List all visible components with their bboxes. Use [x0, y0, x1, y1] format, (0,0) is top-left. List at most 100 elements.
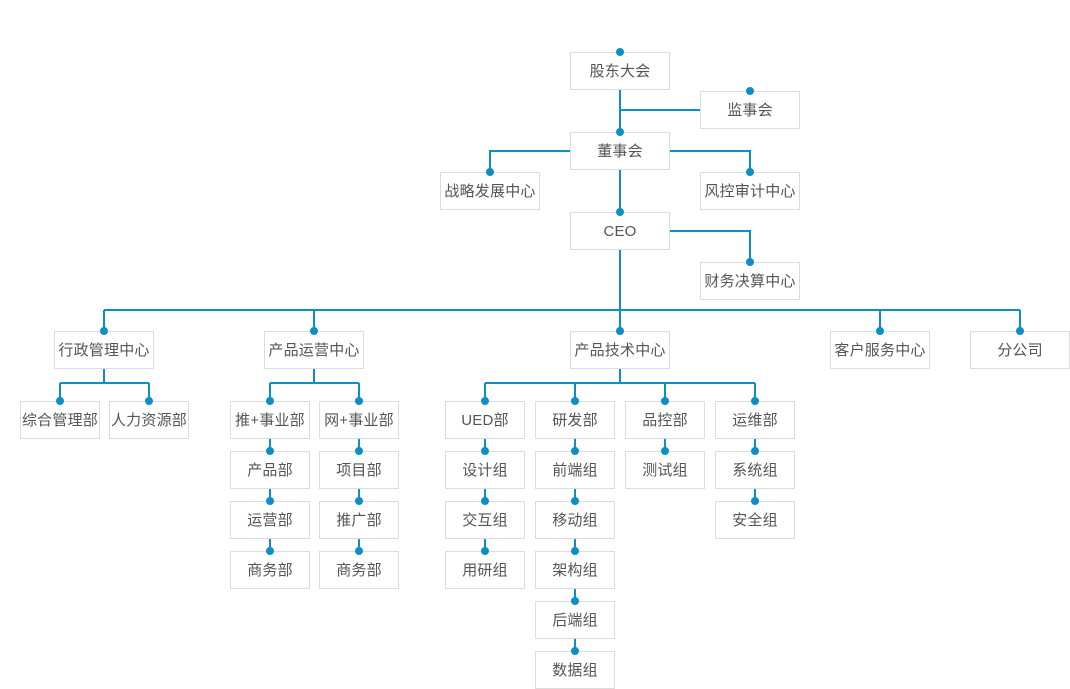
org-node-label: 董事会	[597, 142, 643, 160]
connector-dot-ceo	[616, 208, 624, 216]
org-node-ops_b4[interactable]: 商务部	[319, 551, 399, 589]
org-node-rd5[interactable]: 后端组	[535, 601, 615, 639]
connector-dot-rd2	[571, 447, 579, 455]
connector-dot-ops_a1	[266, 397, 274, 405]
connector-dot-riskaudit	[746, 168, 754, 176]
org-node-ops_a3[interactable]: 运营部	[230, 501, 310, 539]
org-node-label: 推广部	[336, 511, 382, 529]
connector-dot-prodtech	[616, 327, 624, 335]
org-node-rd6[interactable]: 数据组	[535, 651, 615, 689]
connector-dot-ops_a2	[266, 447, 274, 455]
connector-dot-ued1	[481, 397, 489, 405]
org-node-label: 交互组	[462, 511, 508, 529]
org-node-ued2[interactable]: 设计组	[445, 451, 525, 489]
org-node-label: 客户服务中心	[834, 341, 926, 359]
org-node-shareholders[interactable]: 股东大会	[570, 52, 670, 90]
connector-dot-qa1	[661, 397, 669, 405]
connector-dot-ops_a4	[266, 547, 274, 555]
connector-dot-ops2	[751, 447, 759, 455]
org-node-branch[interactable]: 分公司	[970, 331, 1070, 369]
org-node-ued4[interactable]: 用研组	[445, 551, 525, 589]
org-node-finance[interactable]: 财务决算中心	[700, 262, 800, 300]
org-node-label: 商务部	[247, 561, 293, 579]
connector-dot-ops1	[751, 397, 759, 405]
org-node-label: 项目部	[336, 461, 382, 479]
org-node-ops1[interactable]: 运维部	[715, 401, 795, 439]
connector-dot-ops_a3	[266, 497, 274, 505]
org-node-rd3[interactable]: 移动组	[535, 501, 615, 539]
org-node-label: 前端组	[552, 461, 598, 479]
org-node-admin1[interactable]: 综合管理部	[20, 401, 100, 439]
connector-dot-qa2	[661, 447, 669, 455]
connector-dot-admin1	[56, 397, 64, 405]
connector-dot-ops_b4	[355, 547, 363, 555]
org-node-label: 研发部	[552, 411, 598, 429]
org-node-admin[interactable]: 行政管理中心	[54, 331, 154, 369]
org-node-admin2[interactable]: 人力资源部	[109, 401, 189, 439]
org-node-label: UED部	[461, 411, 509, 429]
connector-dot-rd3	[571, 497, 579, 505]
org-node-label: 人力资源部	[110, 411, 187, 429]
org-node-label: 监事会	[727, 101, 773, 119]
org-node-label: CEO	[603, 222, 637, 240]
connector-dot-admin2	[145, 397, 153, 405]
org-node-label: 运维部	[732, 411, 778, 429]
connector-dot-strategy	[486, 168, 494, 176]
org-node-ops_a2[interactable]: 产品部	[230, 451, 310, 489]
org-node-label: 分公司	[997, 341, 1043, 359]
org-node-ops_b3[interactable]: 推广部	[319, 501, 399, 539]
connector-dot-shareholders	[616, 48, 624, 56]
org-node-label: 测试组	[642, 461, 688, 479]
org-node-ops_b1[interactable]: 网+事业部	[319, 401, 399, 439]
org-node-rd4[interactable]: 架构组	[535, 551, 615, 589]
org-node-label: 战略发展中心	[444, 182, 536, 200]
connector-dot-ops_b2	[355, 447, 363, 455]
org-node-strategy[interactable]: 战略发展中心	[440, 172, 540, 210]
connector-dot-rd5	[571, 597, 579, 605]
org-node-label: 用研组	[462, 561, 508, 579]
org-node-label: 设计组	[462, 461, 508, 479]
org-node-label: 系统组	[732, 461, 778, 479]
connector-dot-rd1	[571, 397, 579, 405]
org-node-label: 安全组	[732, 511, 778, 529]
connector-dot-customer	[876, 327, 884, 335]
org-node-label: 财务决算中心	[704, 272, 796, 290]
connector-dot-admin	[100, 327, 108, 335]
org-node-prodtech[interactable]: 产品技术中心	[570, 331, 670, 369]
org-node-customer[interactable]: 客户服务中心	[830, 331, 930, 369]
org-node-label: 产品运营中心	[268, 341, 360, 359]
org-node-ops_b2[interactable]: 项目部	[319, 451, 399, 489]
org-node-label: 后端组	[552, 611, 598, 629]
org-node-qa1[interactable]: 品控部	[625, 401, 705, 439]
org-node-label: 推+事业部	[235, 411, 305, 429]
org-node-rd1[interactable]: 研发部	[535, 401, 615, 439]
connector-dot-ued2	[481, 447, 489, 455]
org-node-board[interactable]: 董事会	[570, 132, 670, 170]
connector-dot-supervisory	[746, 87, 754, 95]
connector-dot-finance	[746, 258, 754, 266]
connector-dot-rd6	[571, 647, 579, 655]
org-node-prodops[interactable]: 产品运营中心	[264, 331, 364, 369]
org-node-ops_a1[interactable]: 推+事业部	[230, 401, 310, 439]
org-node-ops2[interactable]: 系统组	[715, 451, 795, 489]
connector-dot-ops_b1	[355, 397, 363, 405]
org-node-ops_a4[interactable]: 商务部	[230, 551, 310, 589]
org-node-label: 风控审计中心	[704, 182, 796, 200]
org-node-label: 网+事业部	[324, 411, 394, 429]
org-node-ued1[interactable]: UED部	[445, 401, 525, 439]
org-node-ued3[interactable]: 交互组	[445, 501, 525, 539]
org-node-label: 数据组	[552, 661, 598, 679]
connector-dot-ops_b3	[355, 497, 363, 505]
org-node-label: 品控部	[642, 411, 688, 429]
org-node-supervisory[interactable]: 监事会	[700, 91, 800, 129]
org-node-riskaudit[interactable]: 风控审计中心	[700, 172, 800, 210]
org-node-ceo[interactable]: CEO	[570, 212, 670, 250]
connector-dot-board	[616, 128, 624, 136]
org-node-rd2[interactable]: 前端组	[535, 451, 615, 489]
org-node-ops3[interactable]: 安全组	[715, 501, 795, 539]
org-node-label: 移动组	[552, 511, 598, 529]
org-node-qa2[interactable]: 测试组	[625, 451, 705, 489]
org-node-label: 股东大会	[589, 62, 651, 80]
connector-dot-rd4	[571, 547, 579, 555]
